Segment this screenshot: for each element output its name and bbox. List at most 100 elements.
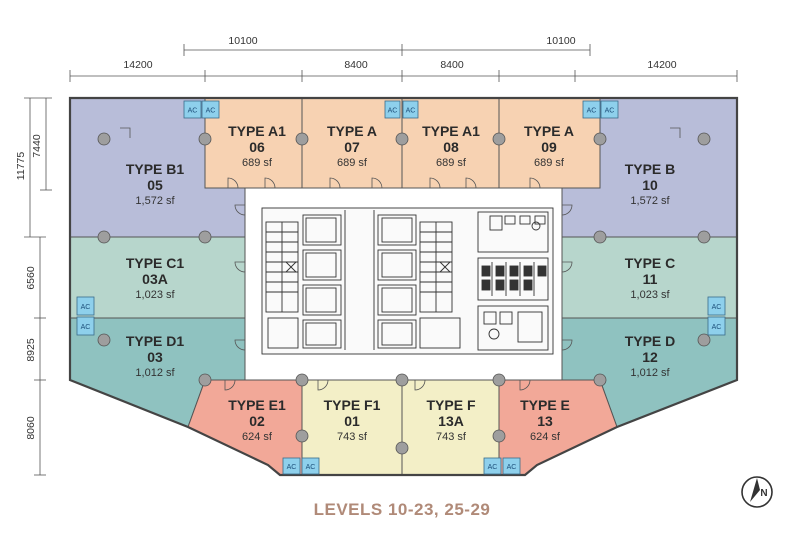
dim-left-7440: 7440 [31, 134, 43, 158]
unit-area-text: 689 sf [337, 157, 368, 169]
unit-area-text: 1,572 sf [135, 195, 175, 207]
ac-unit: AC [301, 457, 320, 475]
unit-area-text: 689 sf [534, 157, 565, 169]
unit-labels: TYPE A1 06 689 sf TYPE A 07 689 sf TYPE … [126, 123, 675, 443]
ac-unit: AC [707, 296, 726, 316]
svg-text:AC: AC [507, 464, 517, 471]
unit-label-b1-05: TYPE B1 05 1,572 sf [126, 161, 185, 207]
svg-text:AC: AC [605, 108, 615, 115]
north-compass-icon: N [741, 476, 773, 508]
dimension-labels: 14200 10100 8400 8400 10100 14200 11775 … [15, 35, 677, 440]
unit-type: TYPE E [520, 397, 570, 413]
unit-number: 11 [643, 271, 658, 287]
unit-number: 06 [249, 139, 265, 155]
ac-unit: AC [282, 457, 301, 475]
ac-unit: AC [201, 100, 220, 119]
unit-type: TYPE A [327, 123, 377, 139]
unit-type: TYPE F [426, 397, 475, 413]
unit-number: 05 [147, 177, 163, 193]
ac-units: AC AC AC AC AC AC AC AC AC AC AC AC AC A… [76, 100, 726, 475]
unit-area-text: 689 sf [242, 157, 273, 169]
dim-left-6560: 6560 [25, 266, 37, 290]
unit-number: 13A [438, 413, 464, 429]
unit-area-text: 1,023 sf [630, 289, 670, 301]
unit-label-a-07: TYPE A 07 689 sf [327, 123, 377, 169]
unit-type: TYPE B1 [126, 161, 185, 177]
ac-unit: AC [183, 100, 202, 119]
dim-top-14200-left: 14200 [123, 59, 152, 71]
svg-text:AC: AC [587, 108, 597, 115]
unit-type: TYPE A [524, 123, 574, 139]
columns [97, 132, 711, 455]
unit-label-e-13: TYPE E 13 624 sf [520, 397, 570, 443]
unit-area-text: 743 sf [337, 431, 368, 443]
unit-area-text: 1,012 sf [630, 367, 670, 379]
dim-left-8060: 8060 [25, 416, 37, 440]
unit-type: TYPE C1 [126, 255, 185, 271]
unit-label-f1-01: TYPE F1 01 743 sf [324, 397, 381, 443]
unit-type: TYPE A1 [228, 123, 286, 139]
unit-type: TYPE A1 [422, 123, 480, 139]
ac-unit: AC [582, 100, 601, 119]
dim-top-10100-left: 10100 [228, 35, 257, 47]
doors [120, 127, 681, 391]
unit-number: 08 [443, 139, 459, 155]
unit-number: 03 [147, 349, 163, 365]
unit-area-text: 1,012 sf [135, 367, 175, 379]
building-core [244, 187, 563, 381]
unit-type: TYPE D1 [126, 333, 185, 349]
unit-number: 13 [537, 413, 553, 429]
unit-area-text: 1,023 sf [135, 289, 175, 301]
unit-label-a1-06: TYPE A1 06 689 sf [228, 123, 286, 169]
unit-area-text: 624 sf [242, 431, 273, 443]
unit-label-d1-03: TYPE D1 03 1,012 sf [126, 333, 185, 379]
unit-number: 12 [642, 349, 658, 365]
unit-label-b-10: TYPE B 10 1,572 sf [625, 161, 676, 207]
svg-text:AC: AC [81, 304, 91, 311]
unit-area-text: 689 sf [436, 157, 467, 169]
unit-type: TYPE D [625, 333, 676, 349]
ac-unit: AC [483, 457, 502, 475]
svg-text:AC: AC [406, 108, 416, 115]
ac-unit: AC [402, 100, 419, 119]
dim-left-11775: 11775 [15, 152, 27, 181]
unit-area-text: 1,572 sf [630, 195, 670, 207]
unit-label-a1-08: TYPE A1 08 689 sf [422, 123, 480, 169]
unit-area-text: 624 sf [530, 431, 561, 443]
unit-label-f-13a: TYPE F 13A 743 sf [426, 397, 475, 443]
unit-area-text: 743 sf [436, 431, 467, 443]
svg-text:AC: AC [712, 324, 722, 331]
svg-text:AC: AC [81, 324, 91, 331]
dim-top-8400-right: 8400 [440, 59, 464, 71]
svg-text:AC: AC [712, 304, 722, 311]
ac-unit: AC [707, 316, 726, 336]
svg-text:AC: AC [188, 108, 198, 115]
dimension-lines [24, 44, 738, 476]
ac-unit: AC [76, 316, 95, 336]
svg-text:AC: AC [287, 464, 297, 471]
dim-left-8925: 8925 [25, 338, 37, 362]
unit-number: 07 [344, 139, 360, 155]
unit-number: 02 [249, 413, 265, 429]
unit-label-a-09: TYPE A 09 689 sf [524, 123, 574, 169]
unit-label-d-12: TYPE D 12 1,012 sf [625, 333, 676, 379]
dim-top-8400-left: 8400 [344, 59, 368, 71]
unit-type: TYPE E1 [228, 397, 286, 413]
compass-n-label: N [760, 488, 767, 499]
unit-label-c-11: TYPE C 11 1,023 sf [625, 255, 676, 301]
svg-text:AC: AC [388, 108, 398, 115]
unit-label-e1-02: TYPE E1 02 624 sf [228, 397, 286, 443]
ac-unit: AC [76, 296, 95, 316]
building-outline [68, 96, 739, 477]
ac-unit: AC [502, 457, 521, 475]
unit-number: 01 [344, 413, 360, 429]
unit-type: TYPE F1 [324, 397, 381, 413]
dim-top-14200-right: 14200 [647, 59, 676, 71]
svg-text:AC: AC [306, 464, 316, 471]
unit-number: 03A [142, 271, 168, 287]
unit-areas [69, 97, 738, 476]
dim-top-10100-right: 10100 [546, 35, 575, 47]
unit-type: TYPE B [625, 161, 676, 177]
